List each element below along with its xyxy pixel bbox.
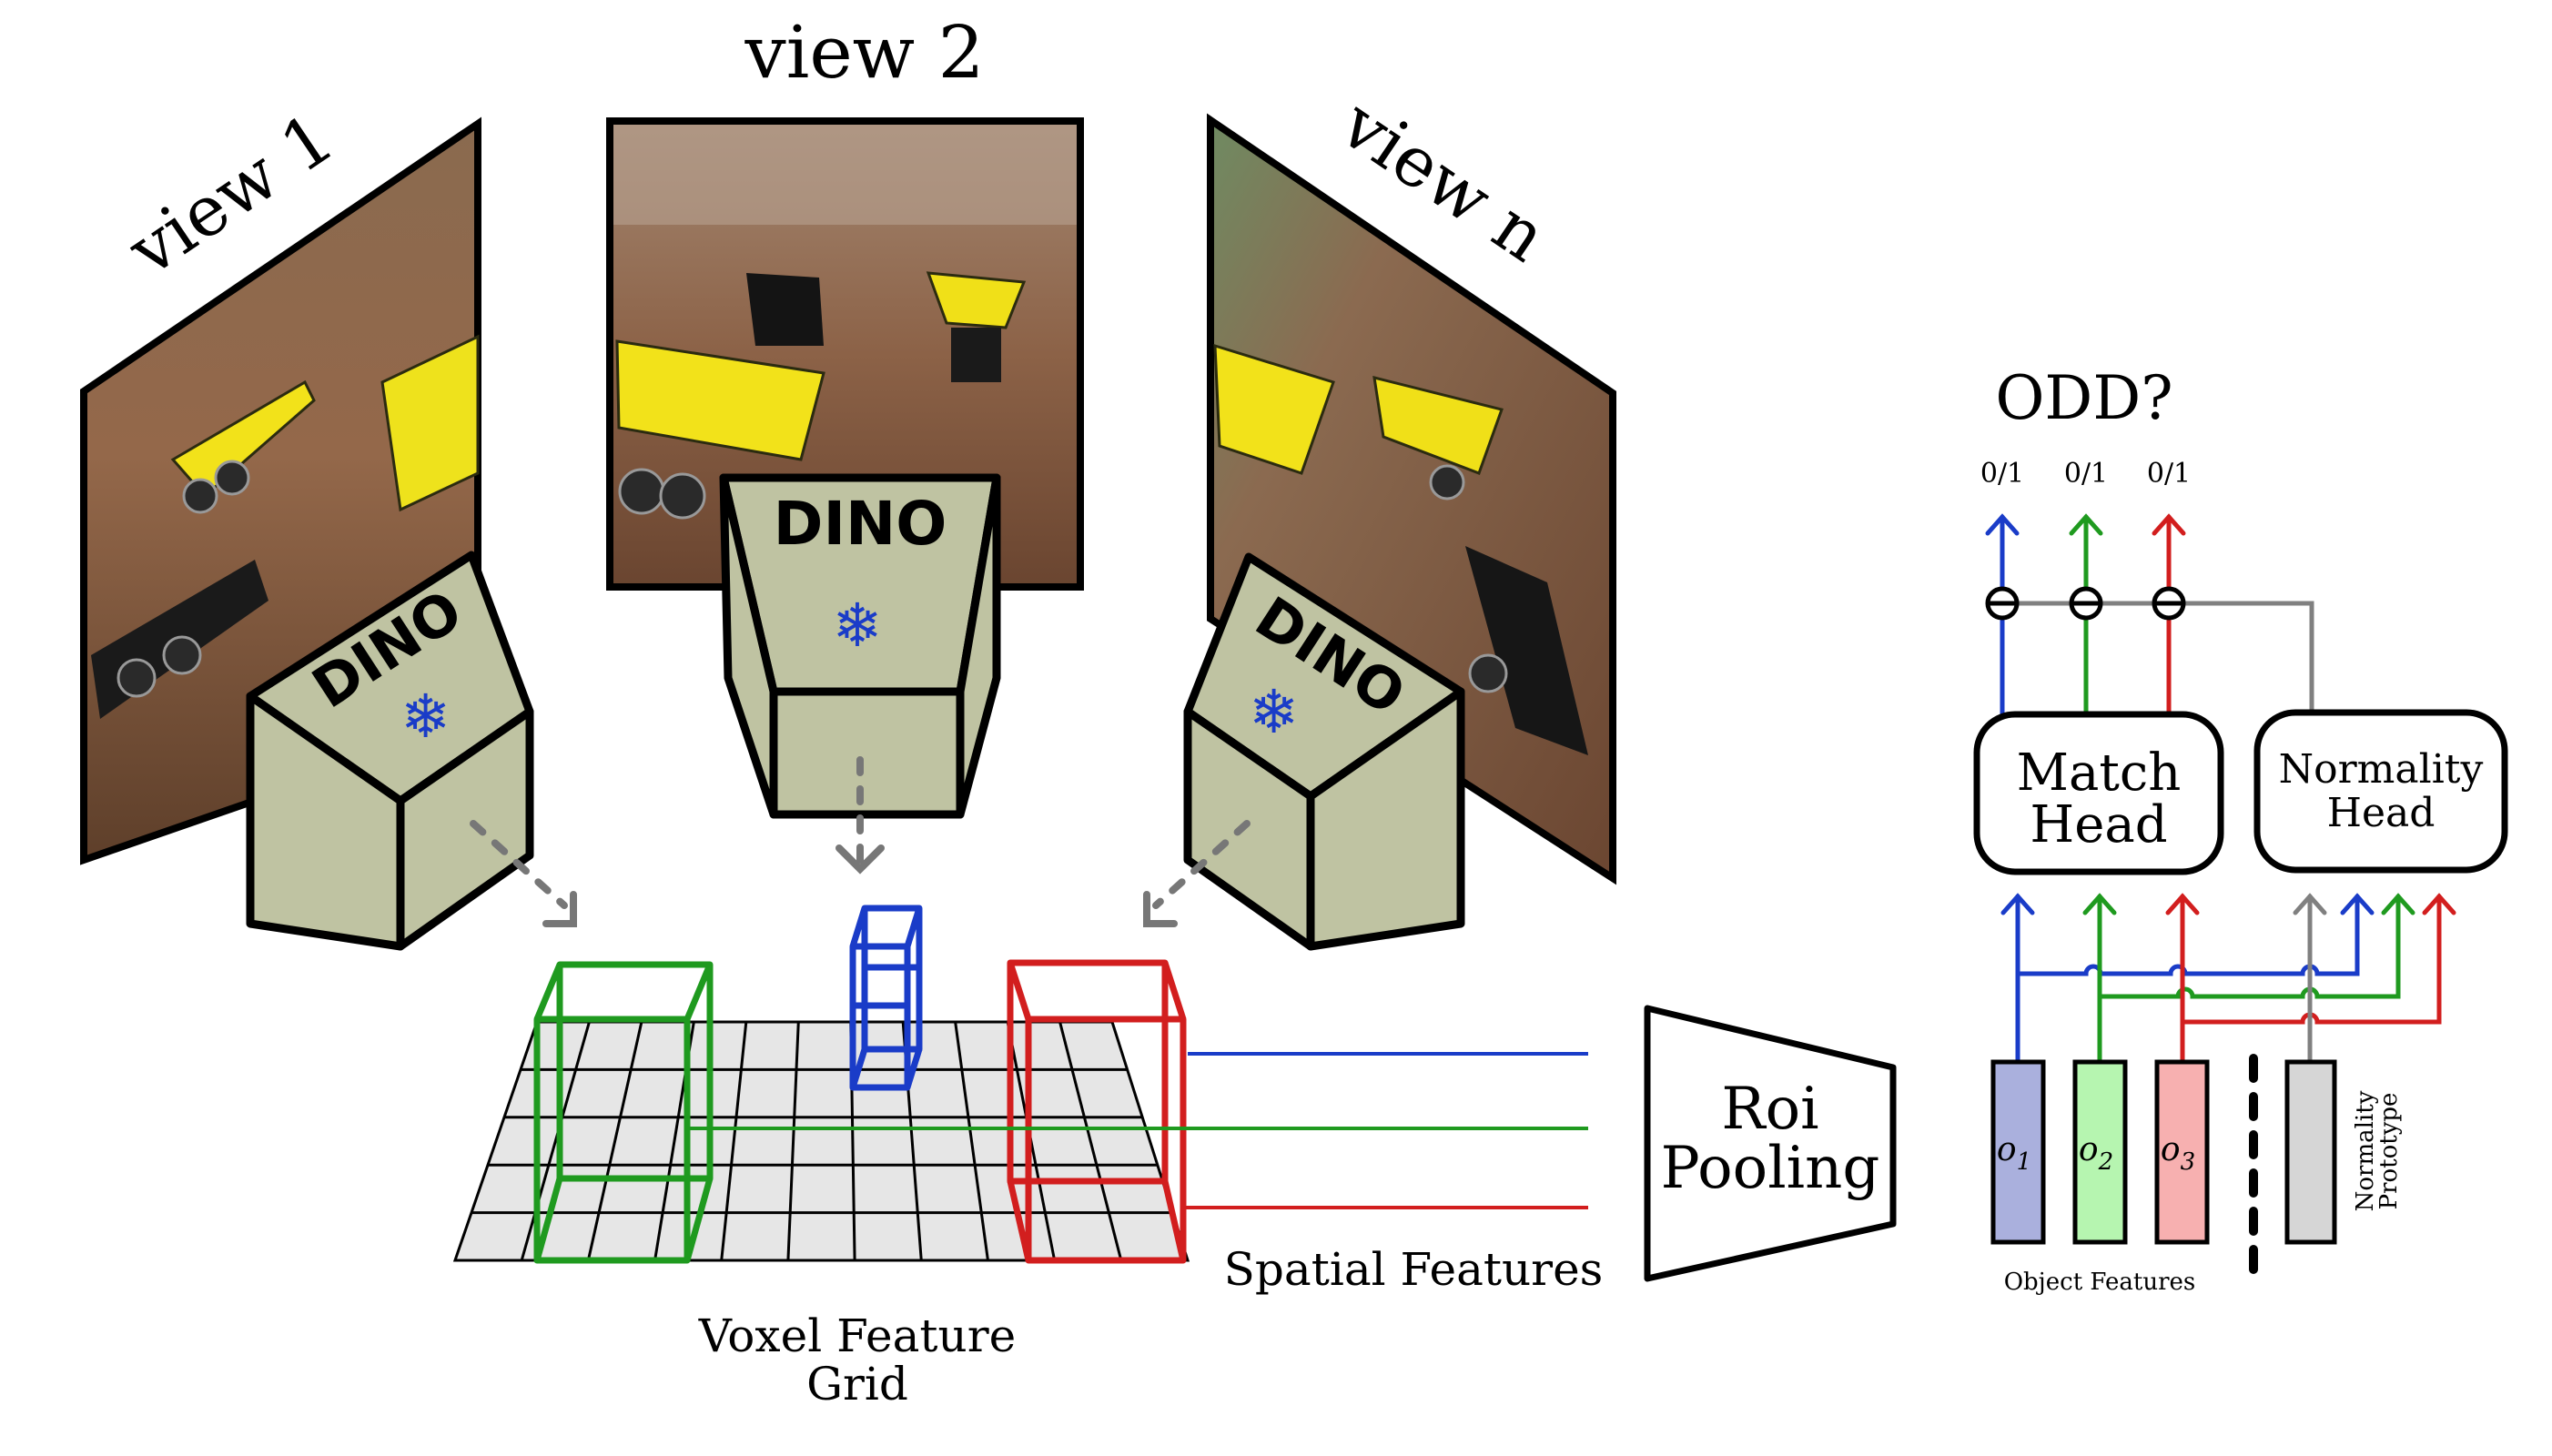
spatial-feature-lines (687, 1052, 1588, 1209)
comparators (1985, 586, 2186, 621)
voxel-grid-label: Voxel Feature (698, 1309, 1016, 1362)
snowflake-icon: ❄ (1249, 677, 1299, 747)
snowflake-icon: ❄ (832, 591, 882, 661)
grid-line (954, 1021, 989, 1261)
toy-dumper-yellow (926, 271, 1027, 329)
match-head: Match Head (1973, 711, 2224, 875)
view-2-label: view 2 (744, 10, 985, 95)
toy-wheel (659, 472, 706, 520)
dino-encoder-2: DINO ❄ (719, 473, 1001, 819)
toy-wheel (618, 468, 665, 515)
object-features-caption: Object Features (2004, 1269, 2196, 1296)
normality-prototype-label: Normality (2352, 1090, 2379, 1211)
feature-routing (2000, 893, 2456, 1067)
toy-dumper-yellow (1213, 343, 1335, 475)
dino-label: DINO (774, 489, 947, 559)
toy-chassis-black (1465, 546, 1588, 755)
object-box-green (533, 961, 714, 1264)
toy-wheel (1429, 464, 1465, 500)
toy-wheel (116, 658, 157, 698)
projection-arrows (470, 756, 1251, 927)
normality-head: Normality Head (2253, 709, 2508, 874)
spatial-features-label: Spatial Features (1224, 1243, 1604, 1296)
toy-chassis-black (746, 273, 824, 346)
odd-title: ODD? (1995, 363, 2172, 433)
normality-prototype-bar (2284, 1059, 2337, 1245)
toy-dumper-yellow (380, 334, 480, 512)
object-feature-label: o1 (1997, 1131, 2031, 1176)
dashed-arrow (1152, 820, 1251, 909)
toy-dumper-yellow (1372, 375, 1504, 475)
dashed-arrow (470, 820, 568, 909)
image-background-blur (613, 125, 1077, 225)
dino-side-face (396, 707, 534, 951)
toy-wheel (1468, 653, 1508, 693)
match-head-box (1973, 711, 2224, 875)
grid-line (1058, 1021, 1123, 1261)
normality-prototype: Normality Prototype (2284, 1059, 2403, 1245)
object-feature-o1 (1990, 1059, 2046, 1245)
arrow-head (1143, 891, 1178, 927)
object-feature-o2 (2072, 1059, 2128, 1245)
roi-pooling-label: Roi (1721, 1076, 1818, 1143)
voxel-grid (452, 1020, 1190, 1262)
output-label-green: 0/1 (2064, 458, 2108, 490)
view-n-panel (1207, 113, 1616, 885)
toy-chassis-black (951, 328, 1001, 382)
toy-wheel (182, 478, 218, 514)
grid-line (786, 1021, 800, 1261)
roi-pooling-block: Roi Pooling (1644, 1005, 1897, 1282)
object-feature-label: o2 (2079, 1131, 2113, 1176)
snowflake-icon: ❄ (400, 682, 451, 752)
object-box-blue (849, 905, 923, 1091)
arrow-head (835, 844, 885, 875)
roi-pooling-label: Pooling (1661, 1135, 1880, 1202)
grid-line (720, 1021, 748, 1261)
normality-prototype-label: Prototype (2375, 1093, 2403, 1210)
match-head-label: Head (2030, 795, 2167, 854)
object-feature-label: o3 (2161, 1131, 2195, 1176)
output-label-red: 0/1 (2147, 458, 2191, 490)
match-head-label: Match (2017, 743, 2182, 803)
voxel-grid-plane (452, 1020, 1190, 1262)
toy-wheel (214, 460, 250, 496)
object-box-red (1007, 959, 1187, 1264)
output-label-blue: 0/1 (1980, 458, 2024, 490)
object-features: o1 o2 o3 Object Features (1990, 1059, 2210, 1296)
toy-dumper-yellow (615, 339, 825, 461)
toy-wheel (162, 635, 202, 675)
voxel-grid-label: Grid (806, 1358, 908, 1410)
object-feature-o3 (2154, 1059, 2210, 1245)
normality-head-box (2253, 709, 2508, 874)
roi-pooling-trapezoid (1644, 1005, 1897, 1282)
dino-front-face (769, 687, 965, 819)
dino-encoder-n: DINO ❄ (1183, 552, 1465, 951)
arrow-head (542, 891, 577, 927)
prototype-comparison-line (2002, 601, 2314, 714)
normality-head-label: Head (2327, 790, 2436, 836)
dino-front-face (1306, 687, 1465, 951)
grid-line (586, 1021, 643, 1261)
normality-head-label: Normality (2279, 746, 2484, 793)
grid-line (520, 1021, 591, 1261)
